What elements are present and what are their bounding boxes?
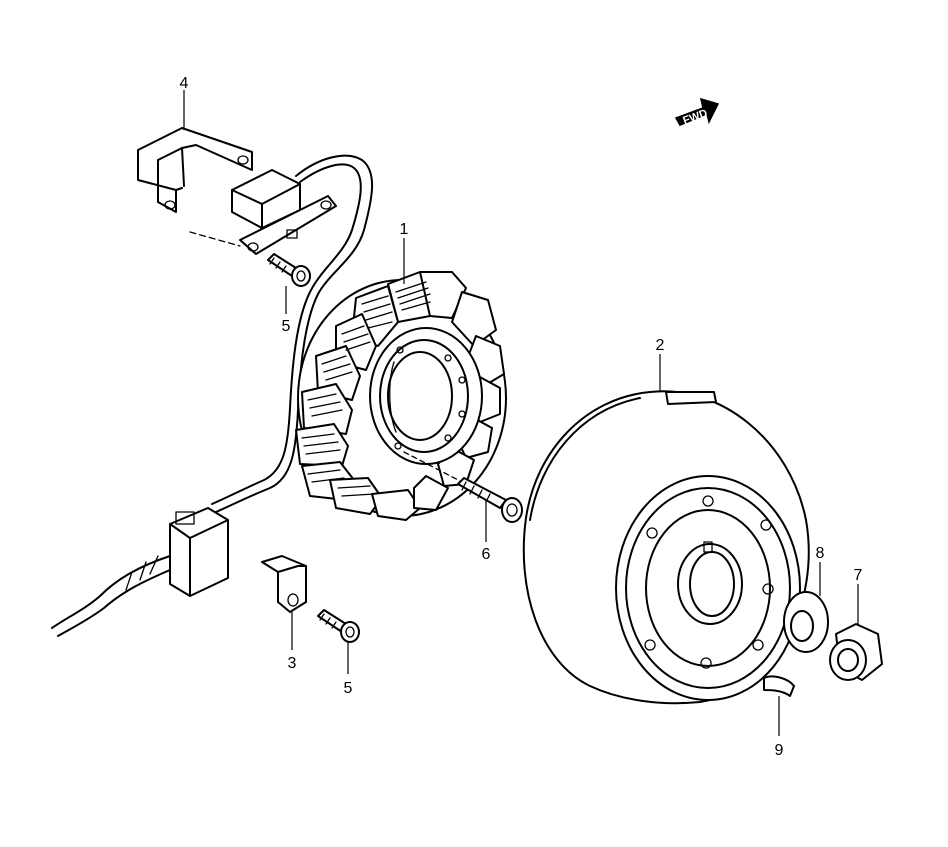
washer-part — [783, 591, 829, 653]
wire-clamp-part — [261, 555, 307, 613]
clamp-bolt-part — [317, 609, 360, 643]
callouts: 4 1 5 2 6 8 7 3 5 9 — [180, 75, 863, 759]
callout-2: 2 — [656, 337, 665, 354]
callout-1: 1 — [400, 221, 409, 238]
key-part — [763, 675, 795, 697]
flywheel-rotor-part — [522, 390, 810, 705]
stator-part — [295, 271, 507, 521]
callout-6: 6 — [482, 546, 491, 563]
callout-5-lower: 5 — [344, 680, 353, 697]
bracket-part — [137, 127, 253, 247]
callout-7: 7 — [854, 567, 863, 584]
callout-9: 9 — [775, 742, 784, 759]
bracket-bolt-part — [267, 253, 311, 287]
fwd-label: FWD — [681, 107, 709, 127]
forward-arrow-icon: FWD — [674, 97, 720, 127]
stator-bolt-part — [457, 477, 523, 523]
callout-3: 3 — [288, 655, 297, 672]
callout-4: 4 — [180, 75, 189, 92]
callout-8: 8 — [816, 545, 825, 562]
stator-harness — [51, 154, 374, 637]
nut-part — [829, 623, 883, 681]
callout-5-upper: 5 — [282, 318, 291, 335]
